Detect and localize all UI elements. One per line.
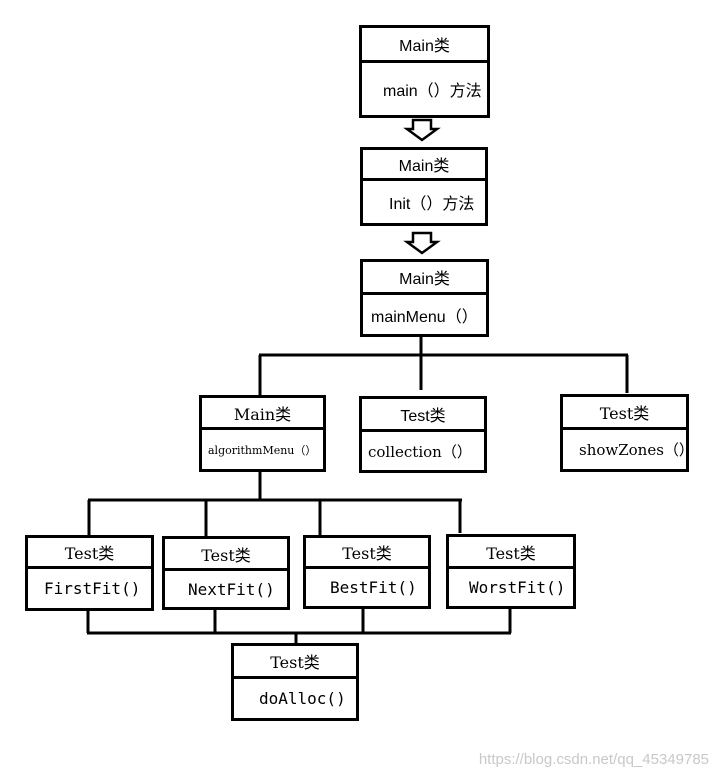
method-label: NextFit() [188, 579, 275, 599]
method-label: BestFit() [330, 578, 417, 597]
test-class-best-fit-box: Test类 BestFit() [303, 535, 431, 609]
method-label: algorithmMenu（） [208, 443, 317, 457]
method-label: mainMenu（） [371, 308, 478, 326]
down-arrow-2 [403, 231, 441, 255]
test-class-first-fit-box: Test类 FirstFit() [25, 535, 154, 611]
test-class-collection-box: Test类 collection（） [359, 396, 487, 473]
class-header: Test类 [449, 537, 573, 569]
method-label: main（）方法 [383, 83, 482, 100]
main-class-init-method-box: Main类 Init（）方法 [360, 147, 488, 226]
test-class-show-zones-box: Test类 showZones（） [560, 394, 694, 472]
class-header: Test类 [563, 397, 686, 430]
down-arrow-1 [403, 118, 441, 142]
main-class-mainmenu-box: Main类 mainMenu（） [360, 259, 489, 337]
class-header: Test类 [306, 538, 428, 569]
test-class-worst-fit-box: Test类 WorstFit() [446, 534, 576, 609]
class-header: Main类 [363, 262, 486, 295]
method-label: collection（） [368, 442, 472, 461]
method-label: Init（）方法 [389, 196, 475, 213]
method-label: doAlloc() [259, 689, 346, 708]
class-header: Main类 [362, 28, 487, 63]
class-header: Test类 [165, 539, 287, 571]
method-label: WorstFit() [469, 578, 566, 597]
class-header: Main类 [363, 150, 485, 181]
test-class-do-alloc-box: Test类 doAlloc() [231, 643, 359, 721]
class-header: Test类 [28, 538, 151, 569]
class-header: Test类 [362, 399, 484, 432]
source-watermark: https://blog.csdn.net/qq_45349785 [478, 751, 709, 768]
class-header: Main类 [202, 398, 323, 430]
test-class-next-fit-box: Test类 NextFit() [162, 536, 290, 610]
method-label: showZones（） [579, 441, 694, 459]
main-class-main-method-box: Main类 main（）方法 [359, 25, 490, 118]
class-header: Test类 [234, 646, 356, 679]
main-class-algorithm-menu-box: Main类 algorithmMenu（） [199, 395, 326, 472]
method-label: FirstFit() [44, 579, 141, 598]
